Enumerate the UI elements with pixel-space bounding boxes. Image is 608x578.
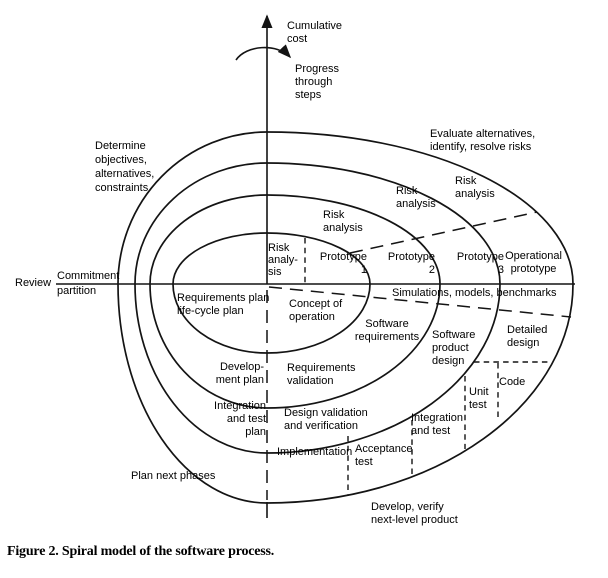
spiral-loop-4 — [117, 131, 574, 504]
label-requirements-validation: Requirements validation — [287, 362, 356, 387]
label-progress-through-steps: Progress through steps — [295, 63, 340, 101]
label-software-product-design: Software product design — [432, 329, 476, 367]
label-prototype-2: Prototype 2 — [387, 251, 435, 276]
label-unit-test: Unit test — [469, 386, 489, 411]
label-code: Code — [499, 376, 526, 388]
label-commitment-partition: Commitment partition — [57, 270, 120, 297]
label-cumulative-cost: Cumulative cost — [287, 20, 343, 45]
label-risk-analysis-3: Risk analysis — [396, 185, 436, 210]
label-prototype-1: Prototype 1 — [319, 251, 367, 276]
label-integration-test-plan: Integration and test plan — [214, 400, 266, 438]
label-design-validation: Design validation and verification — [284, 407, 368, 432]
label-operational-prototype: Operational prototype — [505, 250, 562, 275]
label-integration-and-test: Integration and test — [411, 412, 463, 437]
progress-arrow — [235, 44, 292, 61]
label-risk-analysis-outer: Risk analysis — [455, 175, 495, 200]
label-concept-of-operation: Concept of operation — [289, 298, 343, 323]
label-determine-objectives: Determine objectives, alternatives, cons… — [95, 140, 155, 194]
label-develop-verify: Develop, verify next-level product — [371, 501, 458, 526]
spiral-loop-3 — [134, 162, 501, 454]
label-simulations: Simulations, models, benchmarks — [392, 287, 557, 299]
simulations-divider — [268, 286, 572, 318]
label-evaluate-alternatives: Evaluate alternatives, identify, resolve… — [430, 128, 536, 153]
label-plan-next-phases: Plan next phases — [131, 470, 216, 482]
label-review: Review — [15, 277, 52, 289]
label-risk-analysis-2: Risk analysis — [323, 209, 363, 234]
label-software-requirements: Software requirements — [354, 318, 420, 343]
figure-caption: Figure 2. Spiral model of the software p… — [7, 544, 275, 559]
label-acceptance-test: Acceptance test — [355, 443, 413, 468]
label-prototype-3: Prototype 3 — [456, 251, 504, 276]
label-risk-analysis-inner: Risk analy- sis — [268, 242, 298, 278]
label-development-plan: Develop- ment plan — [215, 361, 264, 386]
label-implementation: Implementation — [277, 446, 353, 458]
label-detailed-design: Detailed design — [507, 324, 548, 349]
risk-prototype-divider — [349, 211, 538, 254]
label-requirements-plan: Requirements plan life-cycle plan — [177, 292, 270, 317]
